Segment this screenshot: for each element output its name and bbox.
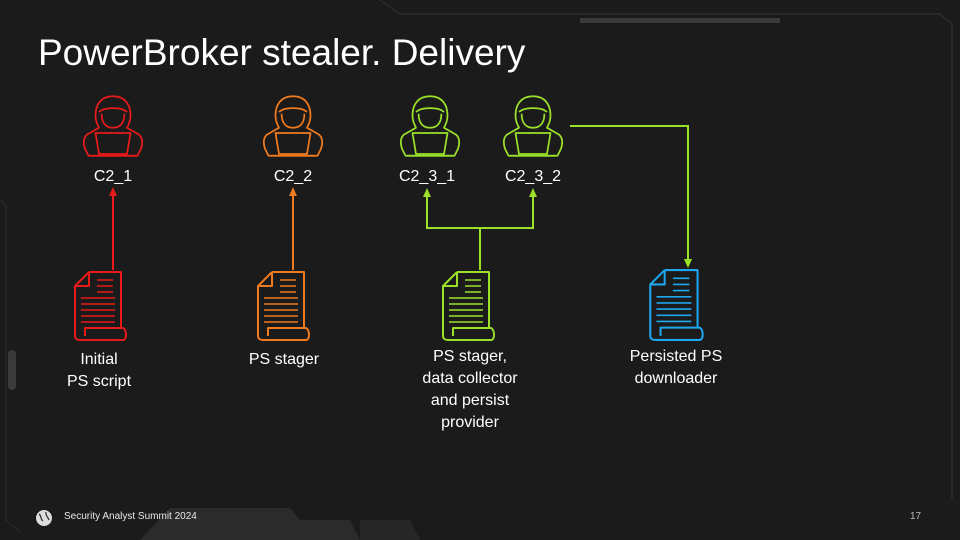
script-document-icon: [648, 268, 706, 342]
script-label-line: PS stager,: [433, 348, 507, 365]
c2-label: C2_3_2: [504, 168, 562, 185]
script-label-line: PS stager: [248, 351, 320, 368]
script-label-line: Initial: [80, 351, 118, 368]
c2-label: C2_1: [93, 168, 133, 185]
script-label: PS stager, data collector and persist pr…: [422, 346, 517, 434]
script-label-line: PS script: [66, 373, 132, 390]
globe-logo-icon: [36, 510, 52, 526]
c2-server-hacker-icon: [78, 90, 148, 162]
script-label: Initial PS script: [67, 349, 131, 393]
script-label: Persisted PS downloader: [630, 346, 722, 390]
script-document-icon: [73, 270, 129, 342]
script-label: PS stager: [249, 349, 319, 371]
script-label-line: and persist: [430, 392, 510, 409]
script-document-icon: [256, 270, 312, 342]
script-label-line: provider: [441, 414, 499, 431]
c2-label: C2_2: [273, 168, 313, 185]
c2-label: C2_3_1: [398, 168, 456, 185]
c2-server-hacker-icon: [258, 90, 328, 162]
slide-title: PowerBroker stealer. Delivery: [38, 32, 526, 73]
c2-server-hacker-icon: [395, 90, 465, 162]
script-label-line: Persisted PS: [629, 348, 723, 365]
script-label-line: data collector: [422, 370, 518, 387]
c2-server-hacker-icon: [498, 90, 568, 162]
script-label-line: downloader: [634, 370, 718, 387]
footer-event-name: Security Analyst Summit 2024: [64, 511, 197, 522]
script-document-icon: [441, 270, 497, 342]
page-number: 17: [910, 511, 922, 522]
